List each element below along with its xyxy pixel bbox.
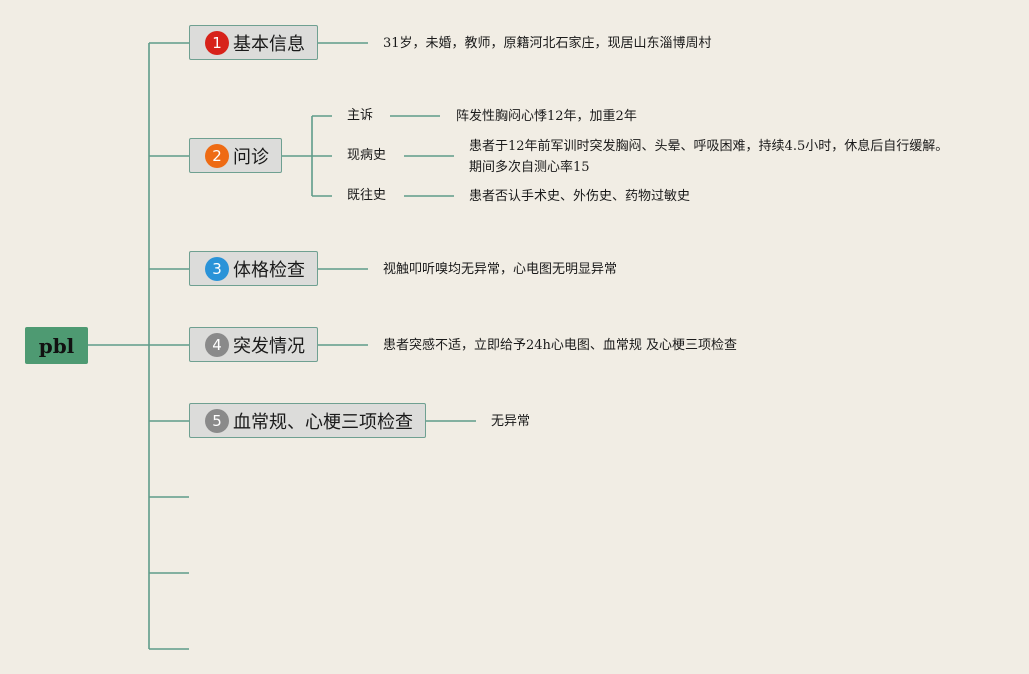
topic-inquiry[interactable]: 2 问诊 [189, 138, 282, 173]
topic-label: 基本信息 [233, 33, 305, 55]
topic-detail-basic-info: 31岁，未婚，教师，原籍河北石家庄，现居山东淄博周村 [383, 36, 712, 51]
topic-label: 血常规、心梗三项检查 [233, 411, 413, 433]
subtopic-present-illness[interactable]: 现病史 [347, 148, 387, 163]
number-badge-3: 3 [205, 256, 229, 281]
subtopic-detail-present-illness: 患者于12年前军训时突发胸闷、头晕、呼吸困难，持续4.5小时，休息后自行缓解。期… [469, 139, 949, 175]
topic-physical-exam[interactable]: 3 体格检查 [189, 251, 318, 286]
number-badge-2: 2 [205, 143, 229, 168]
number-badge-4: 4 [205, 332, 229, 357]
topic-basic-info[interactable]: 1 基本信息 [189, 25, 318, 60]
subtopic-detail-chief-complaint: 阵发性胸闷心悸12年，加重2年 [456, 109, 637, 124]
topic-label: 突发情况 [233, 335, 305, 357]
number-badge-1: 1 [205, 30, 229, 55]
root-node[interactable]: pbl [25, 327, 88, 364]
subtopic-past-history[interactable]: 既往史 [347, 188, 387, 203]
subtopic-detail-past-history: 患者否认手术史、外伤史、药物过敏史 [469, 189, 691, 204]
number-badge-5: 5 [205, 408, 229, 433]
topic-detail-physical-exam: 视触叩听嗅均无异常，心电图无明显异常 [383, 262, 618, 277]
topic-emergency[interactable]: 4 突发情况 [189, 327, 318, 362]
topic-label: 体格检查 [233, 259, 305, 281]
subtopic-chief-complaint[interactable]: 主诉 [347, 108, 374, 123]
topic-detail-emergency: 患者突感不适，立即给予24h心电图、血常规 及心梗三项检查 [383, 338, 738, 353]
topic-label: 问诊 [233, 146, 269, 168]
topic-blood-test[interactable]: 5 血常规、心梗三项检查 [189, 403, 426, 438]
topic-detail-blood-test: 无异常 [491, 414, 531, 429]
